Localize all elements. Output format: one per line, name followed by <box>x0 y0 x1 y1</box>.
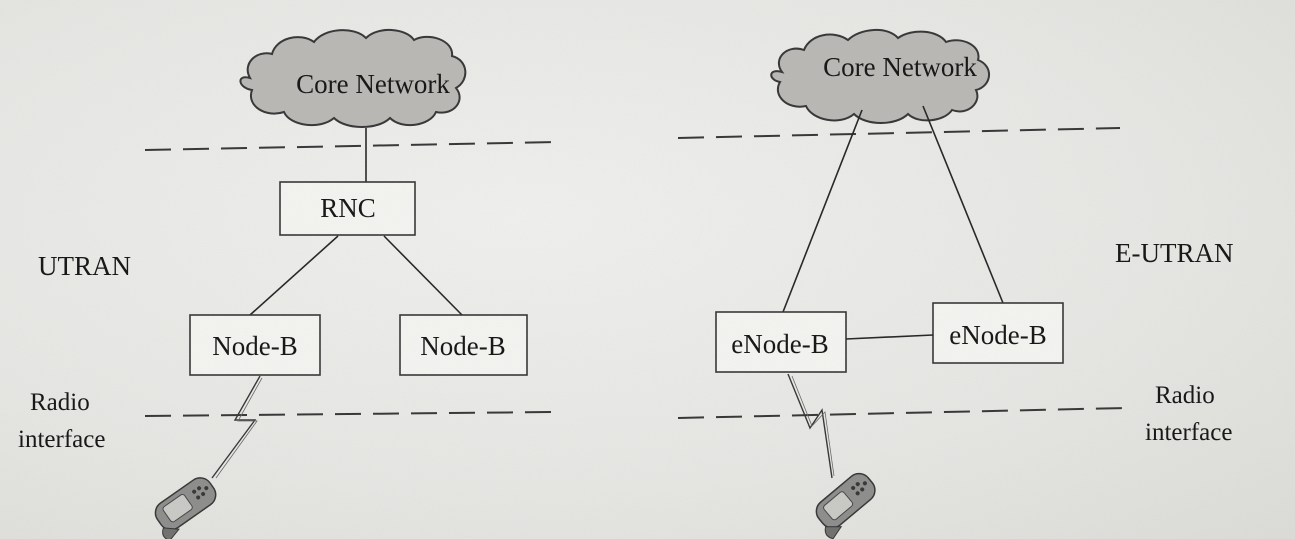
core-to-enodeb2-link <box>922 105 1004 304</box>
core-network-label-right: Core Network <box>823 52 977 82</box>
e-utran-diagram: Core Network eNode-B eNode-B E-UTRAN Rad… <box>677 29 1233 539</box>
radio-boundary-line-right <box>677 407 1126 419</box>
radio-label-line2-right: interface <box>1145 419 1232 446</box>
core-network-cloud-left: Core Network <box>239 29 467 128</box>
core-network-cloud-right: Core Network <box>770 29 990 124</box>
enode-b-box-1: eNode-B <box>715 311 847 373</box>
core-boundary-line-right <box>677 127 1121 139</box>
mobile-phone-icon-right <box>815 472 876 539</box>
radio-label-line1-right: Radio <box>1155 382 1215 409</box>
enode-b-label-2: eNode-B <box>949 320 1046 350</box>
radio-label-line2-left: interface <box>18 426 105 453</box>
node-b-label-2: Node-B <box>420 331 505 361</box>
enodeb-interconnect-link <box>845 334 934 340</box>
core-network-label-left: Core Network <box>296 69 450 99</box>
rnc-box: RNC <box>279 181 416 236</box>
enode-b-box-2: eNode-B <box>932 302 1064 364</box>
rnc-label: RNC <box>320 193 376 223</box>
radio-label-line1-left: Radio <box>30 389 90 416</box>
node-b-label-1: Node-B <box>212 331 297 361</box>
mobile-phone-icon-left <box>154 477 217 539</box>
node-b-box-2: Node-B <box>399 314 528 376</box>
rnc-to-nodeb2-link <box>383 235 463 316</box>
utran-diagram: Core Network RNC Node-B Node-B UTRAN Rad… <box>18 29 561 539</box>
radio-link-icon-right <box>787 373 833 479</box>
utran-label: UTRAN <box>38 251 131 281</box>
rnc-to-nodeb1-link <box>249 235 339 316</box>
core-boundary-line-left <box>144 141 561 151</box>
core-to-enodeb1-link <box>782 109 863 313</box>
enode-b-label-1: eNode-B <box>731 329 828 359</box>
radio-boundary-line-left <box>144 411 556 417</box>
node-b-box-1: Node-B <box>189 314 321 376</box>
e-utran-label: E-UTRAN <box>1115 238 1233 268</box>
